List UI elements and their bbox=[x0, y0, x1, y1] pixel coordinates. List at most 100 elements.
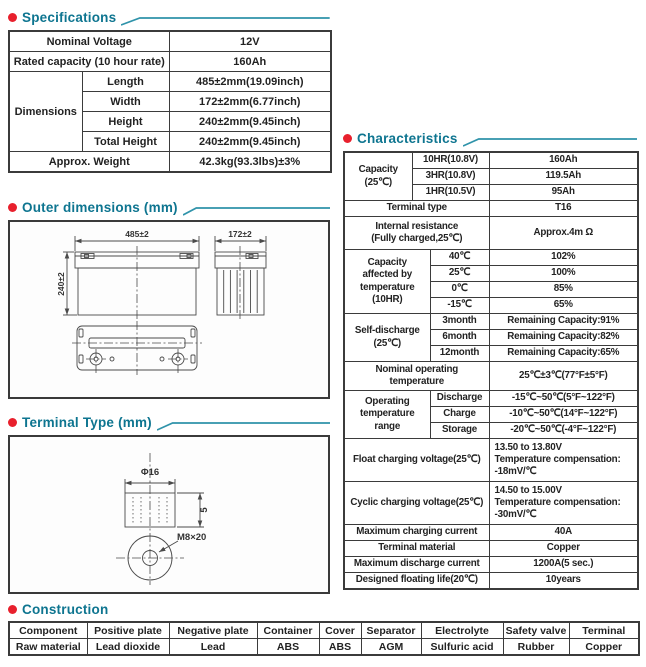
outer-dimensions-box: 485±2 240±2 bbox=[8, 220, 330, 399]
cell-sub: 12month bbox=[429, 345, 490, 362]
cell-value: 119.5Ah bbox=[488, 168, 639, 185]
cell-value: Rubber bbox=[502, 638, 570, 656]
cell-value: 172±2mm(6.77inch) bbox=[168, 91, 332, 112]
cell-label: Cyclic charging voltage(25℃) bbox=[343, 481, 490, 525]
battery-front-view: 485±2 240±2 bbox=[56, 229, 200, 321]
table-row: 12month Remaining Capacity:65% bbox=[344, 345, 639, 362]
terminal-bolt-label: M8×20 bbox=[177, 532, 206, 543]
section-title: Terminal Type (mm) bbox=[22, 415, 152, 430]
cell-sub: Storage bbox=[429, 422, 490, 439]
table-row: Internal resistance (Fully charged,25℃) … bbox=[343, 216, 639, 250]
cell-sub: 10HR(10.8V) bbox=[411, 151, 490, 169]
cell-value: Copper bbox=[568, 638, 640, 656]
terminal-drawing: Φ16 5 M8×20 bbox=[116, 453, 210, 585]
cell-value: 1200A(5 sec.) bbox=[488, 556, 639, 573]
cell-value: Sulfuric acid bbox=[420, 638, 504, 656]
characteristics-section: Characteristics Capacity (25℃) 10HR(10.8… bbox=[343, 130, 640, 590]
cell-label: Internal resistance (Fully charged,25℃) bbox=[343, 216, 490, 250]
table-row: Float charging voltage(25℃) 13.50 to 13.… bbox=[343, 438, 639, 482]
cell-value: 95Ah bbox=[488, 184, 639, 201]
section-title: Characteristics bbox=[357, 131, 458, 146]
cell-value: 25℃±3℃(77°F±5°F) bbox=[488, 361, 639, 391]
cell-label: Maximum discharge current bbox=[343, 556, 490, 573]
swoosh-line bbox=[121, 12, 330, 26]
characteristics-table: Capacity (25℃) 10HR(10.8V) 160Ah 3HR(10.… bbox=[343, 151, 640, 590]
cell-label: Terminal type bbox=[343, 200, 490, 217]
cell-label: Nominal Voltage bbox=[8, 30, 170, 52]
specifications-heading: Specifications bbox=[8, 9, 330, 26]
cell-value: Raw material bbox=[8, 638, 88, 656]
cell-label: Height bbox=[81, 111, 170, 132]
front-width-label: 485±2 bbox=[125, 229, 149, 239]
cell-group: Operating temperature range bbox=[343, 390, 431, 439]
terminal-type-box: Φ16 5 M8×20 bbox=[8, 435, 330, 594]
cell-label: Rated capacity (10 hour rate) bbox=[8, 51, 170, 72]
cell-value: Lead bbox=[168, 638, 258, 656]
cell-value: 42.3kg(93.3lbs)±3% bbox=[168, 151, 332, 173]
cell-header: Cover bbox=[318, 621, 362, 639]
table-row: 6month Remaining Capacity:82% bbox=[344, 329, 639, 346]
cell-value: -20℃~50℃(-4°F~122°F) bbox=[488, 422, 639, 439]
cell-group: Capacity (25℃) bbox=[343, 151, 413, 201]
cell-value: Lead dioxide bbox=[86, 638, 170, 656]
cell-header: Terminal bbox=[568, 621, 640, 639]
bullet-icon bbox=[8, 605, 17, 614]
terminal-type-section: Terminal Type (mm) Φ16 bbox=[8, 414, 330, 594]
cell-value: 40A bbox=[488, 524, 639, 541]
table-row: Nominal operating temperature 25℃±3℃(77°… bbox=[343, 361, 639, 391]
bullet-icon bbox=[8, 13, 17, 22]
side-width-label: 172±2 bbox=[228, 229, 252, 239]
table-row: Maximum charging current 40A bbox=[343, 524, 639, 541]
cell-value: 100% bbox=[488, 265, 639, 282]
cell-sub: 40℃ bbox=[429, 249, 490, 266]
terminal-type-heading: Terminal Type (mm) bbox=[8, 414, 330, 431]
battery-top-view bbox=[72, 321, 202, 375]
cell-group: Self-discharge (25℃) bbox=[343, 313, 431, 362]
cell-label: Maximum charging current bbox=[343, 524, 490, 541]
table-row: Dimensions Length 485±2mm(19.09inch) bbox=[8, 71, 332, 152]
bullet-icon bbox=[8, 203, 17, 212]
cell-sub: 6month bbox=[429, 329, 490, 346]
table-row: Terminal type T16 bbox=[343, 200, 639, 217]
cell-sub: Charge bbox=[429, 406, 490, 423]
table-row: Approx. Weight 42.3kg(93.3lbs)±3% bbox=[8, 151, 332, 173]
section-title: Construction bbox=[22, 602, 109, 617]
cell-value: Remaining Capacity:65% bbox=[488, 345, 639, 362]
cell-value: 65% bbox=[488, 297, 639, 314]
cell-sub: -15℃ bbox=[429, 297, 490, 314]
cell-label: Terminal material bbox=[343, 540, 490, 557]
outer-dimensions-section: Outer dimensions (mm) 485±2 bbox=[8, 199, 330, 399]
table-row: Self-discharge (25℃) 3month Remaining Ca… bbox=[343, 313, 639, 362]
cell-sub: 25℃ bbox=[429, 265, 490, 282]
cell-header: Safety valve bbox=[502, 621, 570, 639]
specifications-table: Nominal Voltage 12V Rated capacity (10 h… bbox=[8, 30, 332, 173]
section-title: Outer dimensions (mm) bbox=[22, 200, 178, 215]
table-row: Nominal Voltage 12V bbox=[8, 30, 332, 52]
cell-header: Separator bbox=[360, 621, 422, 639]
cell-value: T16 bbox=[488, 200, 639, 217]
table-row: Terminal material Copper bbox=[343, 540, 639, 557]
terminal-post-drawing: Φ16 5 M8×20 bbox=[116, 453, 210, 585]
characteristics-heading: Characteristics bbox=[343, 130, 637, 147]
outer-dimensions-heading: Outer dimensions (mm) bbox=[8, 199, 330, 216]
cell-header: Positive plate bbox=[86, 621, 170, 639]
cell-label: Designed floating life(20℃) bbox=[343, 572, 490, 590]
cell-value: Approx.4m Ω bbox=[488, 216, 639, 250]
cell-value: ABS bbox=[256, 638, 320, 656]
table-row: Operating temperature range Discharge -1… bbox=[343, 390, 639, 439]
cell-label: Approx. Weight bbox=[8, 151, 170, 173]
bullet-icon bbox=[343, 134, 352, 143]
cell-sub: 3month bbox=[429, 313, 490, 330]
swoosh-line bbox=[157, 417, 330, 431]
table-row: Rated capacity (10 hour rate) 160Ah bbox=[8, 51, 332, 72]
cell-header: Container bbox=[256, 621, 320, 639]
swoosh-line bbox=[183, 202, 330, 216]
cell-sub: Discharge bbox=[429, 390, 490, 407]
cell-value: -10℃~50℃(14°F~122°F) bbox=[488, 406, 639, 423]
construction-table: Component Positive plate Negative plate … bbox=[8, 621, 640, 656]
cell-label: Length bbox=[81, 71, 170, 92]
table-row: Designed floating life(20℃) 10years bbox=[343, 572, 639, 590]
table-row: Component Positive plate Negative plate … bbox=[8, 621, 640, 639]
cell-value: -15℃~50℃(5°F~122°F) bbox=[488, 390, 639, 407]
